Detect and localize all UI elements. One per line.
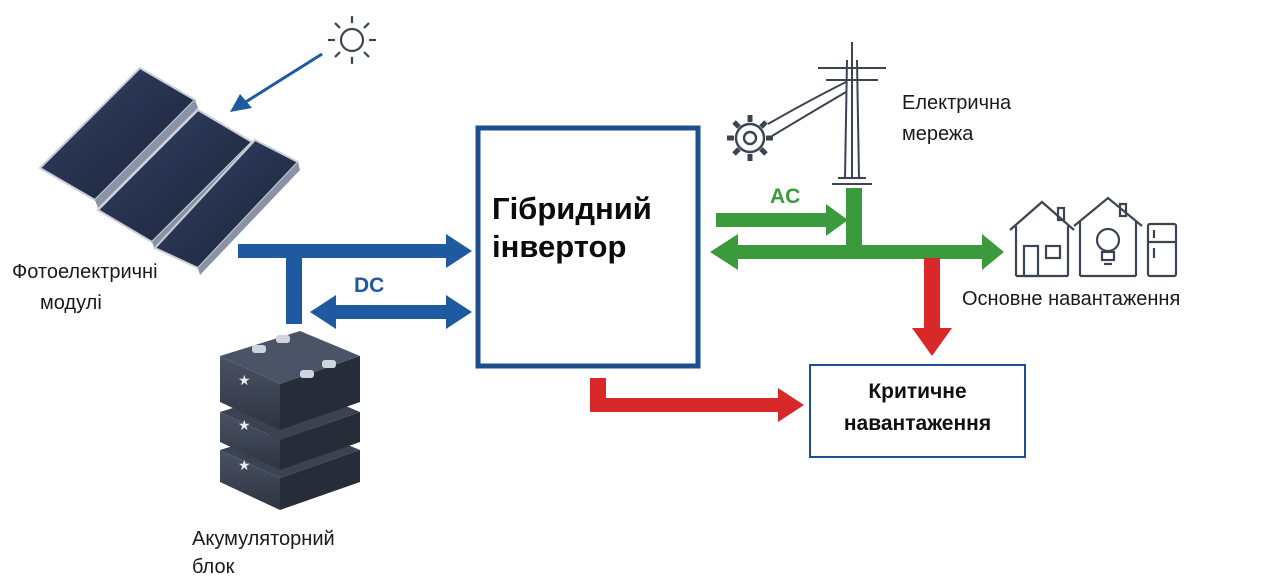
dc-flow-arrow [238, 234, 472, 324]
grid-label-line2: мережа [902, 123, 974, 145]
svg-text:★: ★ [238, 373, 251, 389]
grid-label-line1: Електрична [902, 92, 1012, 114]
svg-text:★: ★ [238, 458, 251, 474]
critical-load-label-line2: навантаження [843, 412, 992, 435]
battery-label-line1: Акумуляторний [192, 528, 335, 550]
inverter-label-line2: інвертор [492, 229, 627, 264]
ac-label: AC [770, 185, 801, 208]
solar-panel [153, 138, 300, 275]
solar-panels-icon [38, 66, 300, 275]
pv-label-line2: модулі [40, 292, 102, 314]
main-load-label: Основне навантаження [962, 288, 1181, 310]
gear-icon [727, 115, 773, 161]
solar-panel [38, 66, 198, 208]
dc-bidirectional-arrow [310, 295, 472, 329]
sunlight-arrow [230, 52, 323, 112]
power-pole-icon [767, 42, 886, 185]
inverter-box [475, 125, 701, 369]
critical-load-box: Критичне навантаження [809, 364, 1026, 458]
critical-load-label-line1: Критичне [868, 380, 967, 403]
battery-module: ★ [220, 331, 360, 430]
battery-label-line2: блок [192, 556, 235, 578]
ac-bidirectional-arrow [710, 234, 1004, 270]
critical-flow-arrow [590, 378, 804, 422]
svg-text:★: ★ [238, 418, 251, 434]
refrigerator-icon [1146, 222, 1178, 278]
sun-icon [328, 16, 376, 64]
inverter-title: Гібридний інвертор [478, 190, 698, 266]
pv-label-line1: Фотоелектричні [12, 261, 158, 283]
dc-label: DC [354, 274, 385, 297]
lightbulb-house-icon [1073, 196, 1143, 278]
battery-icon: ★ ★ ★ [220, 331, 360, 510]
ac-flow-arrow [716, 188, 862, 248]
inverter-label-line1: Гібридний [492, 191, 652, 226]
critical-flow-arrow [912, 258, 952, 356]
house-icon [1009, 200, 1075, 278]
